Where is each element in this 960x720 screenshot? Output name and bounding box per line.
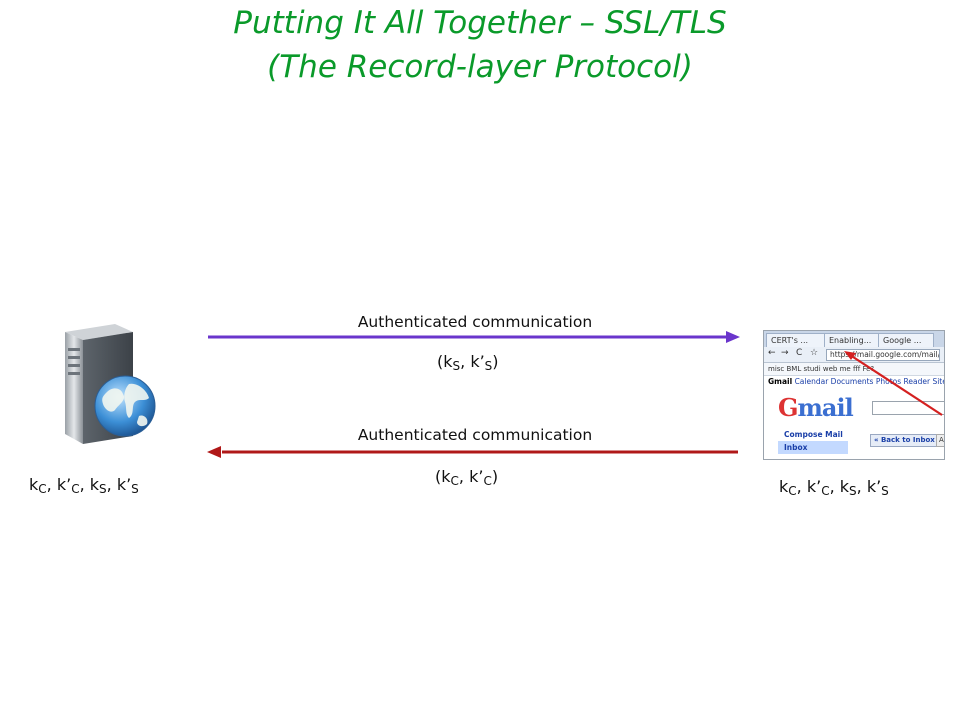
- gmail-sidebar: Compose Mail Inbox: [778, 428, 848, 454]
- browser-tabbar: CERT's ... Enabling... Google ...: [764, 331, 944, 348]
- slide-title-line2: (The Record-layer Protocol): [267, 49, 693, 85]
- archive-button: Ar: [936, 434, 944, 447]
- star-icon: ☆: [810, 348, 819, 358]
- top-arrow: [208, 331, 740, 343]
- back-arrow-icon: ←: [768, 348, 776, 358]
- gmail-logo: Gmail: [778, 393, 854, 422]
- bottom-arrow-label: Authenticated communication: [357, 426, 593, 444]
- bookmarks-bar: misc BML studi web me fff Fe?: [764, 363, 944, 376]
- red-pointer-arrow: [844, 351, 943, 416]
- google-links-bar: Gmail Calendar Documents Photos Reader S…: [768, 377, 945, 386]
- bottom-arrow: [207, 446, 738, 458]
- client-keys: kC, k’C, kS, k’S: [779, 477, 889, 498]
- forward-arrow-icon: →: [781, 348, 789, 358]
- top-arrow-keys: (kS, k’S): [437, 352, 499, 373]
- slide-title-line1: Putting It All Together – SSL/TLS: [233, 5, 727, 41]
- top-arrow-label: Authenticated communication: [357, 313, 593, 331]
- reload-icon: C: [796, 348, 803, 358]
- bottom-arrow-keys: (kC, k’C): [435, 467, 499, 488]
- browser-screenshot: CERT's ... Enabling... Google ... ← → C …: [763, 330, 945, 460]
- compose-link: Compose Mail: [784, 430, 843, 439]
- server-keys: kC, k’C, kS, k’S: [29, 475, 139, 496]
- server-globe-icon: [65, 324, 156, 444]
- inbox-link: Inbox: [778, 441, 848, 454]
- browser-tab: Google ...: [878, 333, 934, 348]
